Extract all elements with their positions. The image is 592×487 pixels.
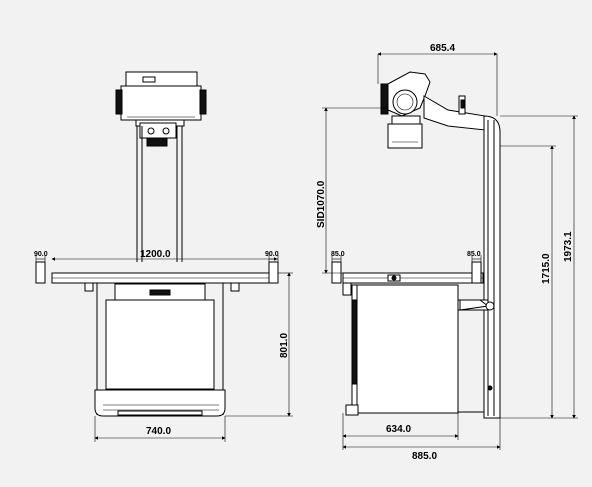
dim-front-left-edge: 90.0 <box>34 251 48 258</box>
dim-front-right-edge: 90.0 <box>265 251 279 258</box>
dim-side-left-edge: 85.0 <box>331 251 345 258</box>
side-table-top <box>331 261 484 296</box>
dim-sid: SID1070.0 <box>316 180 327 228</box>
side-view: 685.4 SID1070.0 85.0 85.0 634.0 885.0 17… <box>316 43 578 462</box>
dim-table-width: 1200.0 <box>140 249 171 260</box>
dim-base-depth: 634.0 <box>386 424 411 435</box>
front-tube-head <box>115 71 207 147</box>
dim-base-width: 740.0 <box>146 426 171 437</box>
front-column <box>136 126 183 262</box>
front-cabinet <box>94 283 226 417</box>
dim-column-height: 1715.0 <box>541 253 552 284</box>
side-column <box>483 115 501 419</box>
front-view: 1200.0 90.0 90.0 740.0 801.0 <box>34 71 293 442</box>
side-cabinet <box>345 284 495 416</box>
side-tube-assembly <box>380 71 486 149</box>
side-dimensions: 685.4 SID1070.0 85.0 85.0 634.0 885.0 17… <box>316 43 578 462</box>
dim-tube-reach: 685.4 <box>430 43 455 54</box>
dim-table-height: 801.0 <box>279 333 290 358</box>
dim-total-depth: 885.0 <box>412 451 437 462</box>
dim-side-right-edge: 85.0 <box>467 251 481 258</box>
front-dimensions: 1200.0 90.0 90.0 740.0 801.0 <box>34 249 293 442</box>
dim-total-height: 1973.1 <box>563 231 574 262</box>
front-table-top <box>35 261 279 292</box>
